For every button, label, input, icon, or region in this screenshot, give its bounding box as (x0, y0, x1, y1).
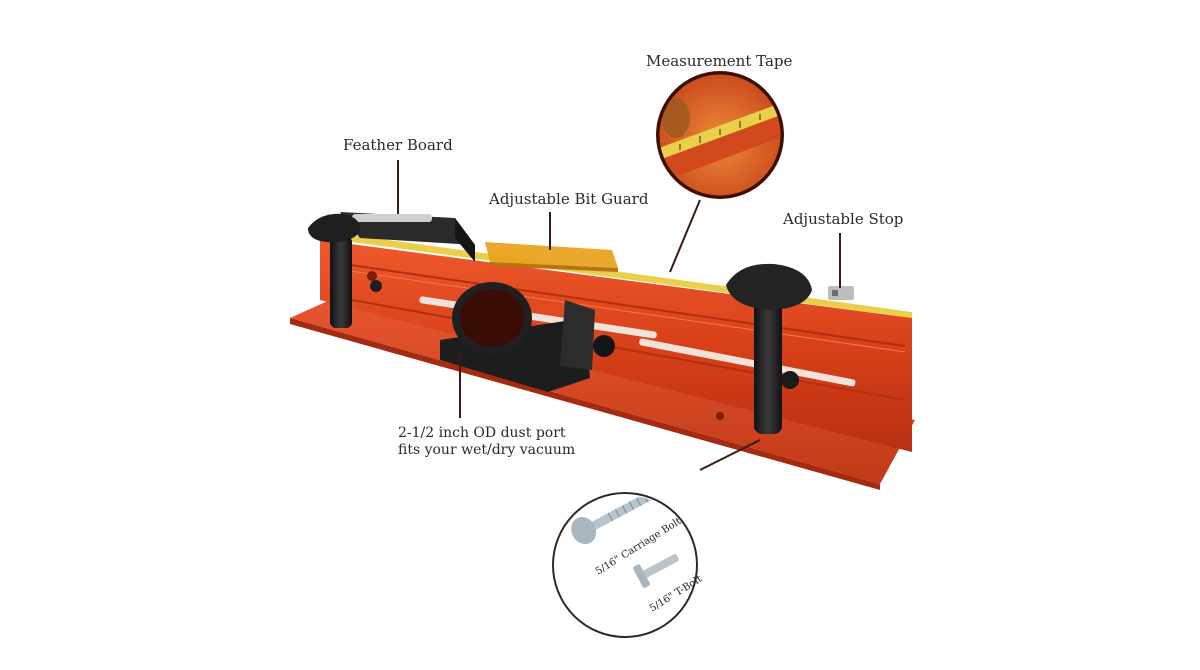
dust-port-label-line1: 2-1/2 inch OD dust port (398, 425, 566, 441)
leader-lines (397, 160, 841, 471)
adjustable-bit-guard (485, 242, 618, 272)
left-knob (308, 213, 382, 328)
adjustable-bit-guard-label: Adjustable Bit Guard (489, 190, 649, 208)
dust-port-label-line2: fits your wet/dry vacuum (398, 442, 576, 458)
measurement-tape-label: Measurement Tape (646, 52, 793, 70)
dust-port-label: 2-1/2 inch OD dust port fits your wet/dr… (398, 425, 575, 459)
adjustable-stop (828, 286, 854, 300)
dust-port (440, 282, 615, 392)
adjustable-stop-label: Adjustable Stop (783, 210, 904, 228)
tape-inset (656, 71, 784, 199)
feather-board-label: Feather Board (343, 136, 453, 154)
right-knob (726, 263, 812, 434)
bolt-inset: 5/16" Carriage Bolt 5/16" T-Bolt (552, 492, 704, 638)
feather-board (340, 212, 475, 262)
